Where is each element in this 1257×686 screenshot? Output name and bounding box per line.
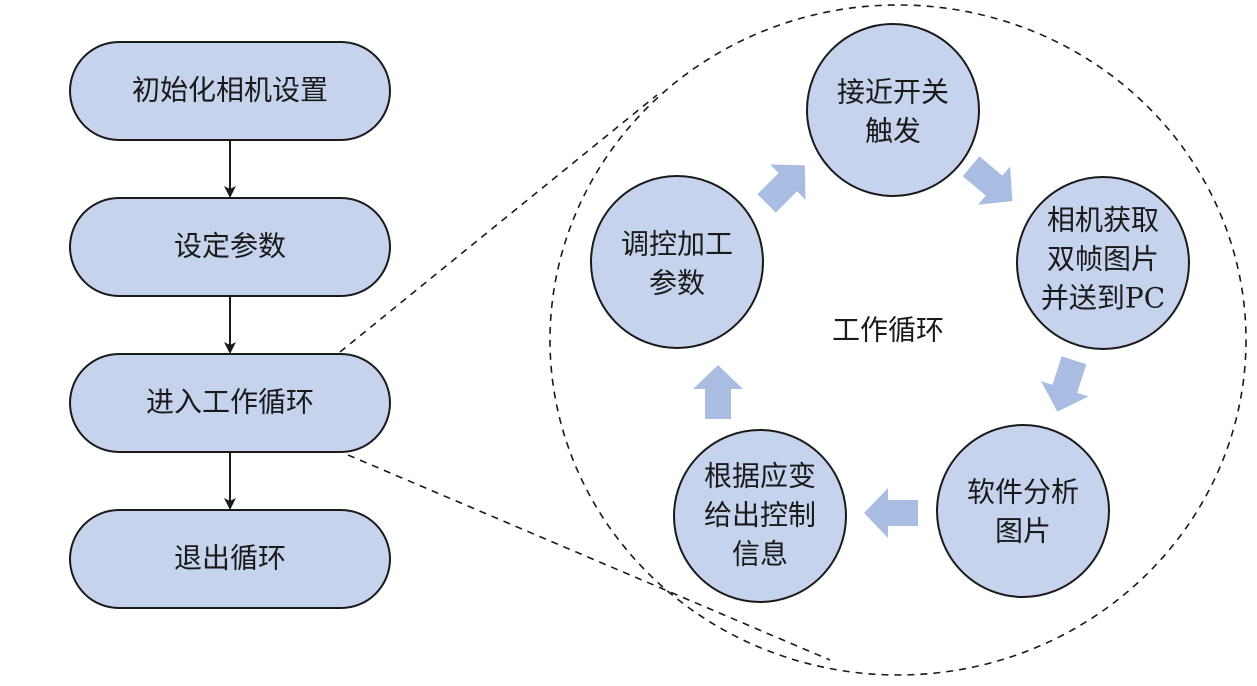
cycle-node-label: 参数 [649, 267, 705, 300]
flow-step-init-label: 初始化相机设置 [132, 74, 328, 107]
cycle-node-label: 给出控制 [704, 499, 816, 532]
zoom-connector-bottom [347, 454, 831, 661]
flow-step-set-params-label: 设定参数 [174, 230, 286, 263]
cycle-node-label: 接近开关 [837, 76, 949, 109]
cycle-arrow-4 [693, 365, 743, 419]
cycle-node-label: 根据应变 [704, 460, 816, 493]
cycle-node-label: 信息 [732, 538, 788, 571]
cycle-arrow-5 [757, 164, 806, 213]
cycle-node-label: 并送到PC [1041, 282, 1165, 315]
cycle-center-label: 工作循环 [832, 314, 944, 347]
cycle-arrow-1 [962, 156, 1013, 205]
flow-step-enter-cycle: 进入工作循环 [69, 353, 391, 453]
cycle-node-camera-capture: 相机获取 双帧图片 并送到PC [1016, 176, 1190, 350]
flow-step-set-params: 设定参数 [69, 197, 391, 297]
cycle-node-label: 相机获取 [1047, 204, 1159, 237]
flow-step-enter-cycle-label: 进入工作循环 [146, 386, 314, 419]
zoom-connector-top [339, 94, 658, 353]
flow-step-init: 初始化相机设置 [69, 41, 391, 141]
cycle-node-label: 触发 [865, 115, 921, 148]
flow-step-exit-cycle-label: 退出循环 [174, 542, 286, 575]
flow-step-exit-cycle: 退出循环 [69, 509, 391, 609]
cycle-node-label: 双帧图片 [1047, 243, 1159, 276]
cycle-node-proximity-trigger: 接近开关 触发 [806, 23, 980, 197]
cycle-node-control-info: 根据应变 给出控制 信息 [673, 429, 847, 603]
work-cycle-boundary [549, 4, 1247, 676]
cycle-arrow-3 [864, 488, 918, 538]
cycle-arrow-2 [1040, 356, 1089, 412]
cycle-node-label: 图片 [995, 515, 1051, 548]
cycle-node-label: 软件分析 [967, 476, 1079, 509]
cycle-node-software-analysis: 软件分析 图片 [936, 424, 1110, 598]
cycle-node-adjust-params: 调控加工 参数 [590, 175, 764, 349]
cycle-node-label: 调控加工 [621, 228, 733, 261]
